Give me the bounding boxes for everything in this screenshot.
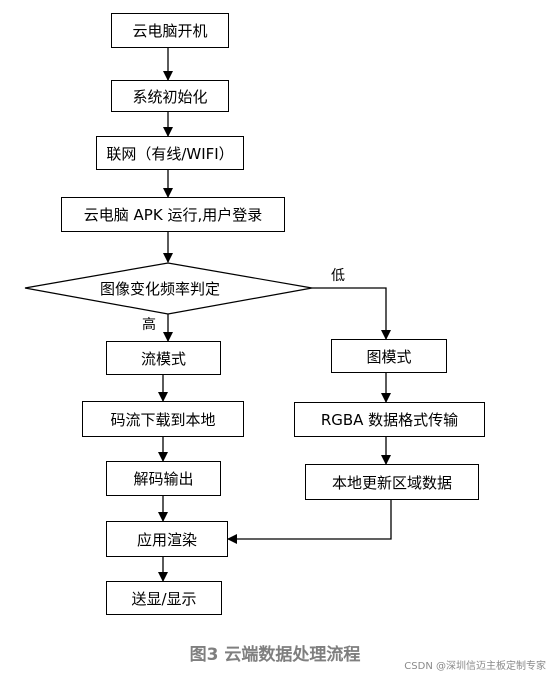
node-init: 系统初始化 <box>111 80 229 112</box>
node-download: 码流下载到本地 <box>82 401 244 437</box>
decision-label: 图像变化频率判定 <box>100 280 221 298</box>
edge-label-high: 高 <box>142 317 156 333</box>
node-decode: 解码输出 <box>106 461 221 496</box>
watermark: CSDN @深圳信迈主板定制专家 <box>404 661 546 672</box>
edge-label-low: 低 <box>331 268 345 284</box>
node-rgba: RGBA 数据格式传输 <box>294 402 485 437</box>
arrow-update-to-render <box>227 500 392 544</box>
node-boot: 云电脑开机 <box>111 13 229 48</box>
node-update-region: 本地更新区域数据 <box>305 464 479 500</box>
node-network: 联网（有线/WIFI） <box>96 136 244 170</box>
node-render: 应用渲染 <box>106 521 228 557</box>
node-login: 云电脑 APK 运行,用户登录 <box>61 197 285 232</box>
node-image-mode: 图模式 <box>331 339 447 373</box>
figure-caption: 图3 云端数据处理流程 <box>189 645 361 665</box>
arrow-decision-low <box>312 287 391 340</box>
node-display: 送显/显示 <box>106 581 222 615</box>
node-stream-mode: 流模式 <box>106 341 221 375</box>
